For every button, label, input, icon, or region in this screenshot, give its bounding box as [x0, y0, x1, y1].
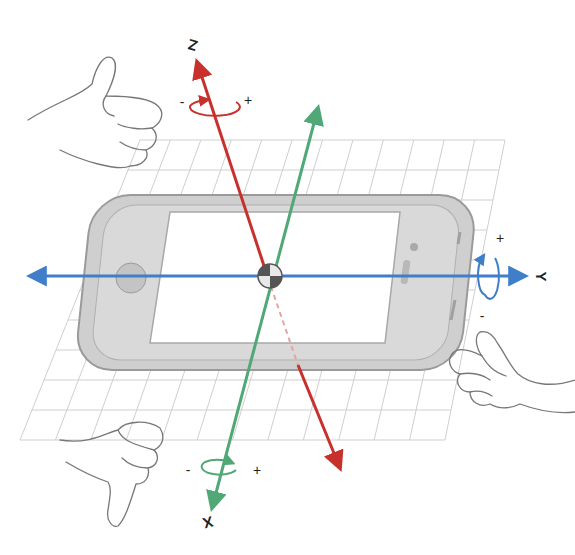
axis-label: Y — [533, 271, 548, 281]
grid-line — [128, 170, 499, 171]
rotation-sign: - — [180, 95, 185, 109]
rotation-sign: - — [480, 309, 485, 323]
rotation-sign: + — [244, 93, 252, 107]
rotation-sign: + — [496, 231, 504, 245]
axis-label: Z — [187, 37, 200, 54]
grid-line — [32, 410, 451, 411]
axis-label: X — [201, 513, 215, 530]
rotation-sign: - — [186, 463, 191, 477]
grid-line — [44, 380, 457, 381]
rotation-sign: + — [253, 463, 261, 477]
